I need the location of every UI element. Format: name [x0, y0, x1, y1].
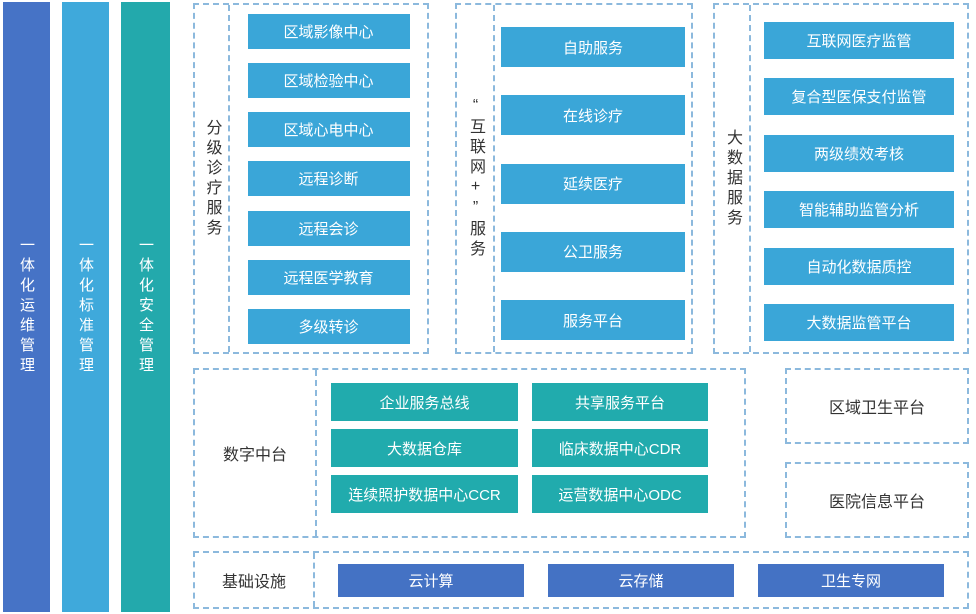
service-block: 服务平台 — [501, 300, 685, 340]
group-label-column: 大数据服务 — [715, 5, 751, 352]
bar-label: 一体化运维管理 — [18, 237, 35, 377]
platform-label: 区域卫生平台 — [828, 400, 925, 417]
service-block: 远程会诊 — [247, 210, 410, 246]
service-block: 复合型医保支付监管 — [764, 78, 954, 116]
bar-label: 一体化标准管理 — [77, 237, 94, 377]
platform-block: 临床数据中心CDR — [532, 429, 708, 467]
group-label: 分级诊疗服务 — [203, 118, 221, 239]
group-content: 自助服务 在线诊疗 延续医疗 公卫服务 服务平台 — [495, 5, 691, 352]
group-label-column: “互联网+”服务 — [457, 5, 495, 352]
service-block: 在线诊疗 — [501, 95, 685, 136]
service-block: 智能辅助监管分析 — [764, 191, 954, 229]
group-label-column: 数字中台 — [195, 370, 317, 536]
bar-label: 一体化安全管理 — [137, 237, 154, 377]
group-content: 区域影像中心 区域检验中心 区域心电中心 远程诊断 远程会诊 远程医学教育 多级… — [230, 5, 427, 352]
service-block: 自动化数据质控 — [764, 247, 954, 285]
service-block: 远程医学教育 — [247, 259, 410, 295]
service-block: 互联网医疗监管 — [764, 22, 954, 59]
group-label-column: 基础设施 — [195, 553, 315, 607]
service-block: 远程诊断 — [247, 161, 410, 197]
platform-block: 运营数据中心ODC — [532, 475, 708, 513]
group-digital-middle-platform: 数字中台 企业服务总线 共享服务平台 大数据仓库 临床数据中心CDR 连续照护数… — [193, 368, 746, 538]
platform-label: 医院信息平台 — [828, 494, 925, 511]
bar-integrated-security-management: 一体化安全管理 — [121, 2, 170, 612]
service-block: 多级转诊 — [247, 308, 410, 344]
platform-block: 连续照护数据中心CCR — [331, 475, 518, 513]
group-label: 大数据服务 — [724, 128, 741, 229]
service-block: 大数据监管平台 — [764, 303, 954, 341]
service-block: 延续医疗 — [501, 163, 685, 204]
service-block: 两级绩效考核 — [764, 134, 954, 172]
group-internet-plus-services: “互联网+”服务 自助服务 在线诊疗 延续医疗 公卫服务 服务平台 — [455, 3, 693, 354]
group-label: 数字中台 — [222, 447, 287, 464]
service-block: 区域影像中心 — [247, 14, 410, 49]
service-block: 自助服务 — [501, 27, 685, 67]
group-label-column: 分级诊疗服务 — [195, 5, 230, 352]
infrastructure-block: 卫生专网 — [758, 563, 944, 597]
service-block: 区域检验中心 — [247, 63, 410, 99]
group-infrastructure: 基础设施 云计算 云存储 卫生专网 — [193, 551, 969, 609]
platform-block: 企业服务总线 — [331, 383, 518, 421]
group-content: 云计算 云存储 卫生专网 — [315, 553, 967, 607]
bar-integrated-ops-management: 一体化运维管理 — [3, 2, 50, 612]
group-content: 企业服务总线 共享服务平台 大数据仓库 临床数据中心CDR 连续照护数据中心CC… — [317, 370, 744, 536]
bar-integrated-standards-management: 一体化标准管理 — [62, 2, 109, 612]
group-content: 互联网医疗监管 复合型医保支付监管 两级绩效考核 智能辅助监管分析 自动化数据质… — [751, 5, 967, 352]
infrastructure-block: 云计算 — [338, 563, 524, 597]
platform-block: 大数据仓库 — [331, 429, 518, 467]
group-label: “互联网+”服务 — [467, 97, 484, 260]
platform-block: 共享服务平台 — [532, 383, 708, 421]
box-regional-health-platform: 区域卫生平台 — [785, 368, 969, 444]
infrastructure-block: 云存储 — [548, 563, 734, 597]
service-block: 区域心电中心 — [247, 112, 410, 148]
box-hospital-information-platform: 医院信息平台 — [785, 462, 969, 538]
group-big-data-services: 大数据服务 互联网医疗监管 复合型医保支付监管 两级绩效考核 智能辅助监管分析 … — [713, 3, 969, 354]
service-block: 公卫服务 — [501, 231, 685, 272]
group-tiered-diagnosis-services: 分级诊疗服务 区域影像中心 区域检验中心 区域心电中心 远程诊断 远程会诊 远程… — [193, 3, 429, 354]
group-label: 基础设施 — [221, 574, 286, 591]
